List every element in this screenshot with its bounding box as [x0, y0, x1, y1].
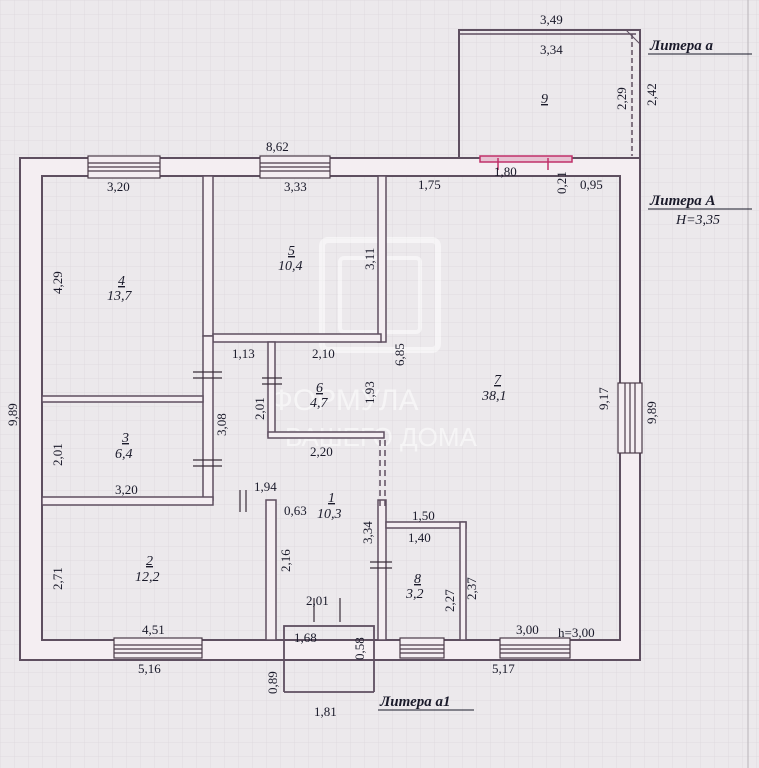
wall-r6-bottom	[267, 431, 385, 439]
annex-door	[479, 155, 573, 170]
dim-r4-height: 4,29	[50, 271, 65, 294]
interior-walls	[41, 175, 467, 641]
window-r8	[399, 637, 445, 659]
dim-hall-small: 0,63	[284, 503, 307, 518]
dim-a1-outer: 1,81	[314, 704, 337, 719]
dim-hall-right: 3,34	[360, 521, 375, 544]
litera-a-annex	[458, 29, 641, 158]
room-7-number: 7	[494, 373, 502, 388]
wall-r4-r5	[202, 175, 214, 337]
room-7-area: 38,1	[481, 389, 507, 404]
dim-r8-right: 2,37	[464, 577, 479, 600]
room-5-number: 5	[288, 244, 295, 259]
dim-bottom-left: 5,16	[138, 661, 161, 676]
exterior-walls	[19, 157, 641, 661]
dim-r1-bottom: 2,01	[306, 593, 329, 608]
wall-r1-r7	[377, 499, 387, 641]
room-9-number: 9	[541, 92, 548, 107]
room-2-number: 2	[146, 554, 153, 569]
dim-r5-width: 3,33	[284, 179, 307, 194]
dim-r4-width: 3,20	[107, 179, 130, 194]
dim-r3-width: 3,20	[115, 482, 138, 497]
dimension-labels: 3,49 3,34 8,62 3,20 3,33 1,75 1,80 0,95 …	[107, 12, 603, 719]
litera-A-height: H=3,35	[675, 213, 720, 228]
room-5-area: 10,4	[278, 259, 303, 274]
dim-r3-height: 2,01	[50, 443, 65, 466]
window-r4	[87, 155, 161, 179]
wall-r5-hall	[212, 333, 382, 343]
wall-r4-r3	[41, 395, 204, 403]
dim-r7-top-right: 0,95	[580, 177, 603, 192]
room-3-number: 3	[121, 431, 129, 446]
dim-r7-right: 9,17	[596, 387, 611, 410]
dim-hall-side: 3,08	[214, 413, 229, 436]
window-r2	[113, 637, 203, 659]
dim-r8-left: 2,27	[442, 589, 457, 612]
dim-right-total: 9,89	[644, 401, 659, 424]
litera-a1-porch	[283, 625, 375, 693]
room-labels: 9 4 13,7 5 10,4 6 4,7 7 38,1 3 6,4 1 10,…	[107, 92, 548, 602]
dim-r7-h: h=3,00	[558, 625, 595, 640]
dim-bottom-right: 5,17	[492, 661, 515, 676]
dim-r8-inner: 1,40	[408, 530, 431, 545]
door-ticks	[193, 371, 392, 622]
dim-hall-top: 1,94	[254, 479, 277, 494]
dim-r2-bottom: 4,51	[142, 622, 165, 637]
dim-hall-left-a: 1,13	[232, 346, 255, 361]
dim-r7-height: 6,85	[392, 343, 407, 366]
dim-r7-top-left: 1,75	[418, 177, 441, 192]
window-r7-bottom	[499, 637, 571, 659]
dim-r6-left: 2,01	[252, 397, 267, 420]
dim-r2-height: 2,71	[50, 567, 65, 590]
window-r7-right	[617, 382, 643, 454]
room-1-number: 1	[328, 491, 335, 506]
windows	[87, 155, 643, 659]
dim-lit-a-side-inner: 2,29	[614, 87, 629, 110]
dim-door-width: 1,80	[494, 164, 517, 179]
dimension-labels-vertical: 2,29 2,42 0,21 9,89 9,89 4,29 3,11 6,85 …	[5, 83, 659, 694]
room-8-number: 8	[414, 572, 421, 587]
litera-a1-label: Литера а1	[379, 694, 451, 710]
dim-lit-a-inner: 3,34	[540, 42, 563, 57]
litera-A-label: Литера А	[649, 193, 716, 209]
dim-r6-right: 1,93	[362, 381, 377, 404]
dim-r6-top: 2,10	[312, 346, 335, 361]
dim-top-total: 8,62	[266, 139, 289, 154]
watermark-line1: ФОРМУЛА	[270, 384, 419, 417]
wall-r6-left	[267, 341, 276, 437]
dim-lit-a-top: 3,49	[540, 12, 563, 27]
litera-a-label: Литера а	[649, 38, 714, 54]
room-6-number: 6	[316, 381, 323, 396]
dim-lit-a-side-outer: 2,42	[644, 83, 659, 106]
dim-left-total: 9,89	[5, 403, 20, 426]
dim-door-depth: 0,21	[554, 171, 569, 194]
dim-r8-top: 1,50	[412, 508, 435, 523]
dim-a1-width: 1,68	[294, 630, 317, 645]
room-1-area: 10,3	[317, 507, 342, 522]
dim-r7-bottom: 3,00	[516, 622, 539, 637]
dim-r1-left: 2,16	[278, 549, 293, 572]
dim-r5-height: 3,11	[362, 248, 377, 270]
dim-a1-depth: 0,89	[265, 671, 280, 694]
room-8-area: 3,2	[405, 587, 424, 602]
room-2-area: 12,2	[135, 570, 160, 585]
dim-a1-side: 0,58	[352, 637, 367, 660]
room-4-number: 4	[118, 274, 125, 289]
window-r5	[259, 155, 331, 179]
room-4-area: 13,7	[107, 289, 133, 304]
wall-r2-r1	[265, 499, 277, 641]
wall-r5-r7	[377, 175, 387, 343]
dim-r6-bottom: 2,20	[310, 444, 333, 459]
wall-r8-right	[459, 521, 467, 641]
wall-hall-left	[202, 335, 214, 501]
wall-r3-r2	[41, 496, 214, 506]
room-6-area: 4,7	[310, 396, 329, 411]
room-3-area: 6,4	[115, 447, 133, 462]
